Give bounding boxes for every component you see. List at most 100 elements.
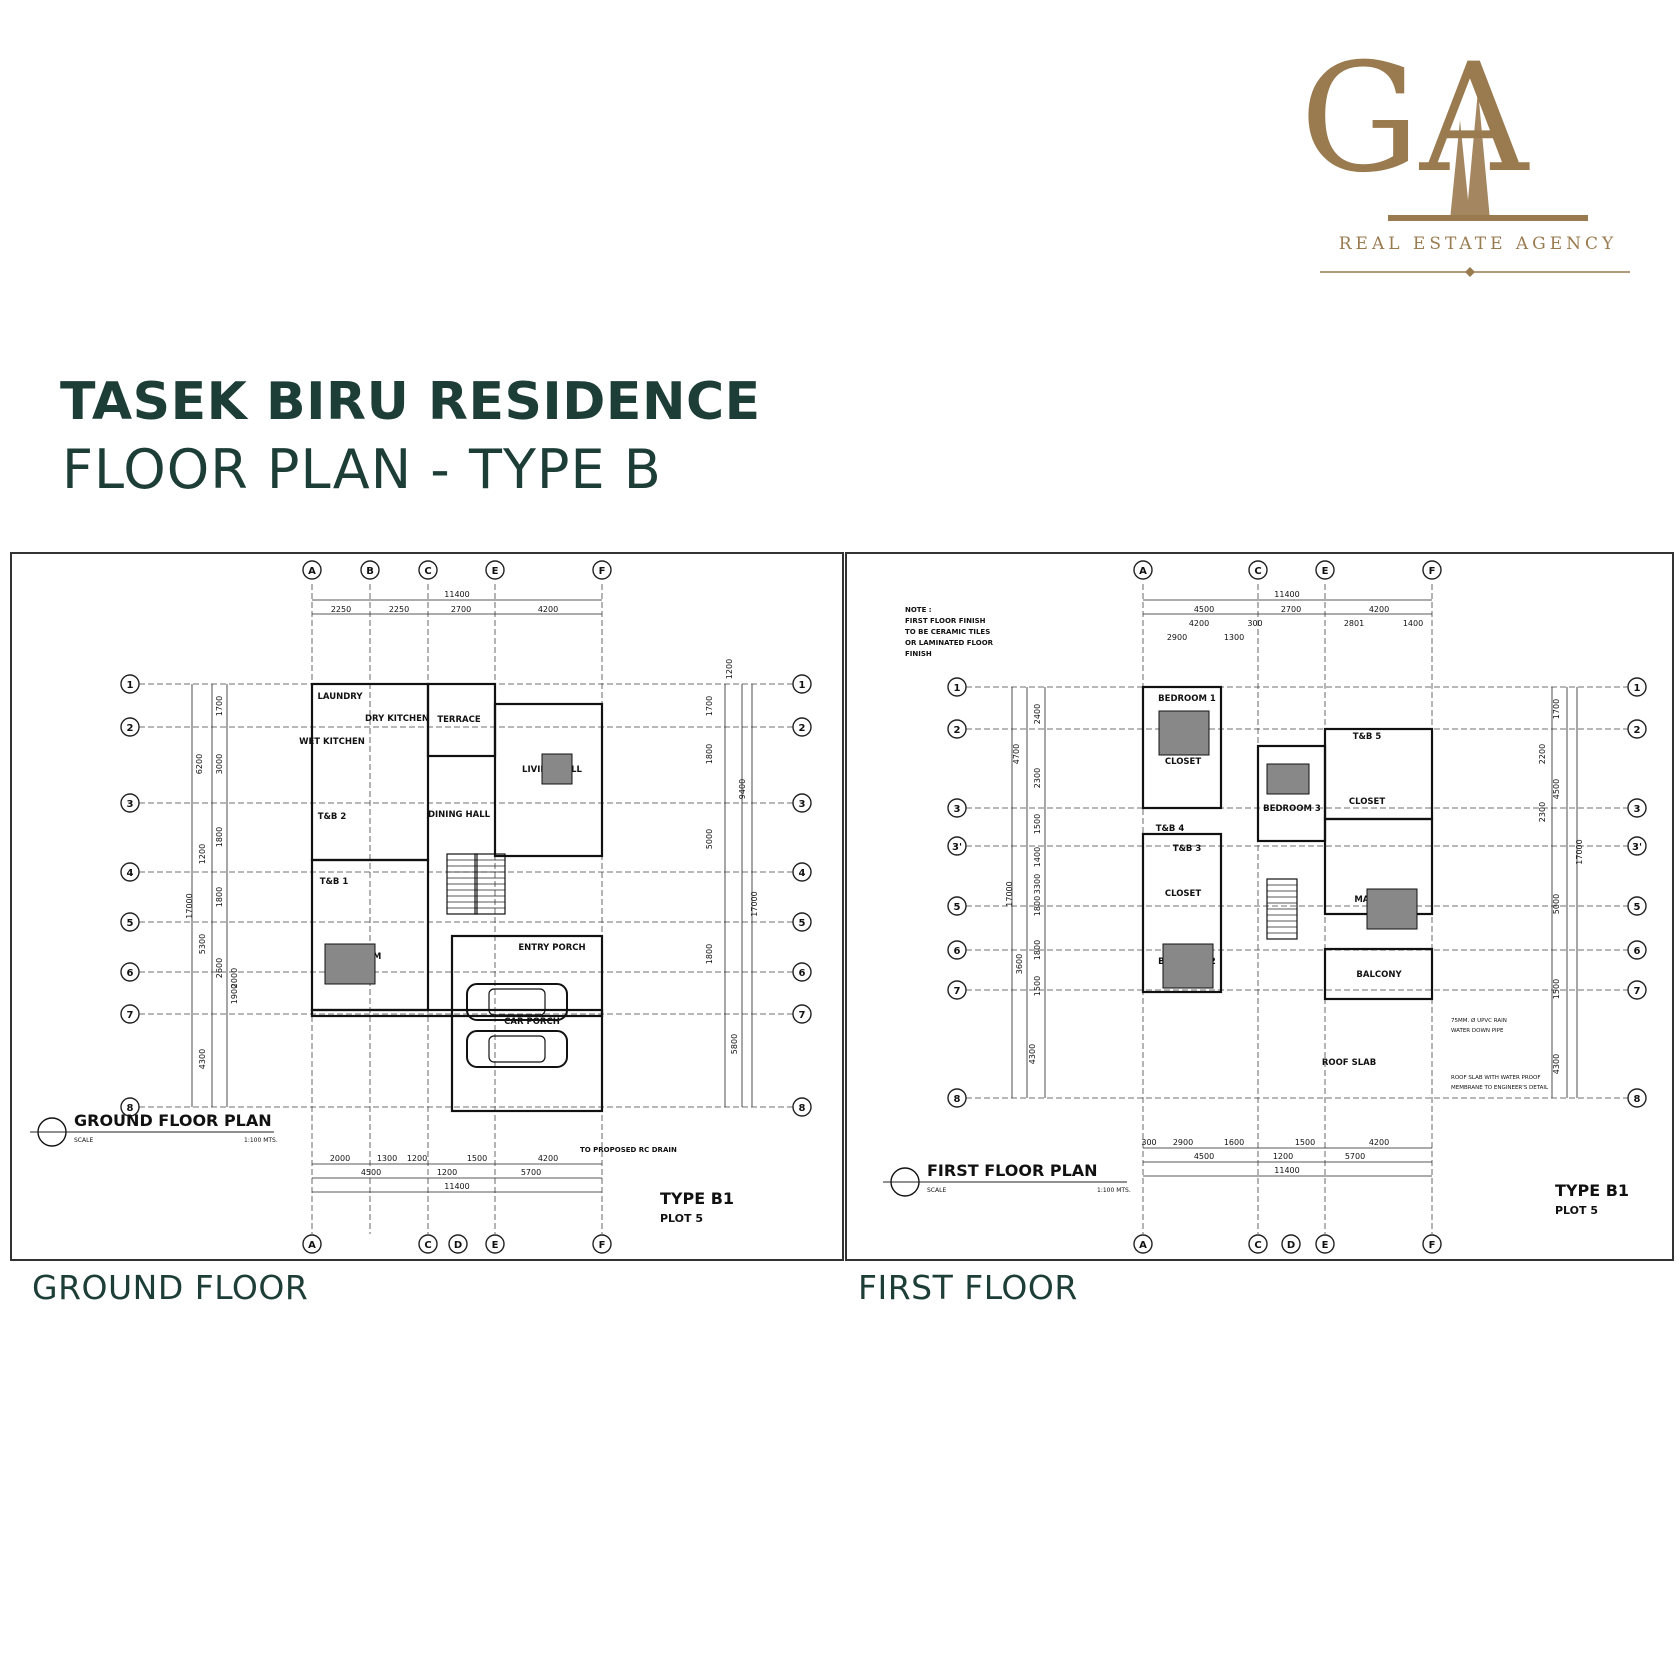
dim-top-9: 1300	[1224, 633, 1244, 642]
dim-left-8: 2600	[215, 958, 224, 978]
grid-row-left-5-label: 6	[954, 946, 961, 957]
grid-row-right-5-label: 6	[1634, 946, 1641, 957]
dim-left-6: 1400	[1033, 847, 1042, 867]
grid-row-left-1	[947, 719, 967, 739]
dim-right-6: 1500	[1552, 979, 1561, 999]
agency-name: REAL ESTATE AGENCY	[1338, 234, 1618, 254]
dim-left-3: 1500	[1033, 814, 1042, 834]
dim-left-2: 3000	[215, 754, 224, 774]
grid-bottom-e-label: E	[492, 1240, 499, 1251]
grid-row-right-1-label: 2	[1634, 725, 1641, 736]
grid-row-right-0-label: 1	[1634, 683, 1641, 694]
pipe-note-0: 75MM. Ø UPVC RAIN	[1451, 1017, 1507, 1024]
grid-row-right-6-label: 7	[799, 1010, 806, 1021]
grid-row-left-5-label: 6	[127, 968, 134, 979]
plan-title: FIRST FLOOR PLAN	[927, 1161, 1098, 1180]
slab-note-1: MEMBRANE TO ENGINEER'S DETAIL	[1451, 1085, 1549, 1091]
grid-bottom-d-label: D	[454, 1240, 462, 1251]
dim-bottom-8: 11400	[444, 1182, 469, 1191]
room-label-5: DINING HALL	[428, 810, 491, 820]
grid-row-left-2	[120, 793, 140, 813]
grid-row-left-3-label: 4	[127, 868, 134, 879]
agency-logo: GA	[1300, 32, 1660, 290]
ga-monogram-icon: GA	[1300, 32, 1630, 277]
stair-icon	[1266, 878, 1298, 940]
page-subtitle: FLOOR PLAN - TYPE B	[62, 438, 662, 501]
room-label-7: CLOSET	[1165, 889, 1202, 899]
drain-note: TO PROPOSED RC DRAIN	[580, 1146, 677, 1154]
grid-row-right-3	[1627, 836, 1647, 856]
grid-row-left-7-label: 8	[954, 1094, 961, 1105]
dim-left-9: 1800	[1033, 940, 1042, 960]
grid-top-b-label: B	[366, 566, 374, 577]
grid-bottom-a	[302, 1234, 322, 1254]
grid-bottom-c	[1248, 1234, 1268, 1254]
grid-row-right-7-label: 8	[799, 1103, 806, 1114]
dim-right-2: 1800	[705, 744, 714, 764]
grid-row-left-5	[120, 962, 140, 982]
plot-label: PLOT 5	[660, 1212, 703, 1225]
room-label-8: ENTRY PORCH	[518, 943, 585, 953]
dim-left-0: 4700	[1012, 744, 1021, 764]
grid-row-right-2-label: 3	[799, 799, 806, 810]
dim-top-4: 4200	[538, 605, 558, 614]
grid-row-right-3-label: 4	[799, 868, 806, 879]
room-label-2: T&B 5	[1353, 732, 1382, 742]
dim-left-8: 3600	[1015, 954, 1024, 974]
grid-row-left-0	[120, 674, 140, 694]
dim-left-10: 1500	[1033, 976, 1042, 996]
grid-top-e	[1315, 560, 1335, 580]
first-floor-note-4: FINISH	[905, 650, 932, 658]
room-label-10: CAR PORCH	[504, 1017, 560, 1027]
grid-top-e-label: E	[1322, 566, 1329, 577]
grid-row-right-3-label: 3'	[1632, 842, 1642, 853]
grid-bottom-c-label: C	[1254, 1240, 1261, 1251]
grid-top-f-label: F	[1429, 566, 1436, 577]
grid-bottom-a-label: A	[308, 1240, 316, 1251]
grid-top-e	[485, 560, 505, 580]
dim-left-2: 2300	[1033, 768, 1042, 788]
grid-top-a	[302, 560, 322, 580]
dim-left-5: 17000	[185, 893, 194, 918]
grid-row-left-3	[947, 836, 967, 856]
scale-label: SCALE	[927, 1187, 946, 1194]
grid-row-left-0	[947, 677, 967, 697]
grid-row-left-2-label: 3	[954, 804, 961, 815]
dim-bottom-4: 4200	[1369, 1138, 1389, 1147]
room-label-0: BEDROOM 1	[1158, 694, 1216, 704]
dim-left-1: 1700	[215, 696, 224, 716]
grid-bottom-f-label: F	[599, 1240, 606, 1251]
dim-top-6: 2801	[1344, 619, 1364, 628]
grid-row-left-1-label: 2	[954, 725, 961, 736]
grid-row-right-4-label: 5	[799, 918, 806, 929]
grid-bottom-c-label: C	[424, 1240, 431, 1251]
dim-right-4: 17000	[1575, 839, 1584, 864]
grid-row-left-4	[947, 896, 967, 916]
grid-row-left-6-label: 7	[954, 986, 961, 997]
page-title: TASEK BIRU RESIDENCE	[60, 372, 761, 432]
dim-right-7: 4300	[1552, 1054, 1561, 1074]
bed-icon	[1366, 888, 1418, 930]
dim-left-4: 1200	[198, 844, 207, 864]
dim-left-4: 17000	[1005, 881, 1014, 906]
grid-bottom-f	[1422, 1234, 1442, 1254]
grid-row-left-7-label: 8	[127, 1103, 134, 1114]
grid-top-c	[1248, 560, 1268, 580]
dim-bottom-6: 1200	[1273, 1152, 1293, 1161]
grid-row-left-4-label: 5	[954, 902, 961, 913]
dim-right-3: 2300	[1538, 802, 1547, 822]
grid-row-right-7-label: 8	[1634, 1094, 1641, 1105]
scale-value: 1:100 MTS.	[1097, 1187, 1131, 1194]
first-floor-note-2: TO BE CERAMIC TILES	[905, 628, 990, 636]
grid-row-left-6-label: 7	[127, 1010, 134, 1021]
grid-row-right-5	[792, 962, 812, 982]
grid-row-left-4	[120, 912, 140, 932]
grid-row-right-2	[792, 793, 812, 813]
dim-right-1: 2200	[1538, 744, 1547, 764]
grid-row-right-4-label: 5	[1634, 902, 1641, 913]
room-label-1: DRY KITCHEN	[365, 714, 429, 724]
grid-row-right-7	[1627, 1088, 1647, 1108]
grid-top-f-label: F	[599, 566, 606, 577]
